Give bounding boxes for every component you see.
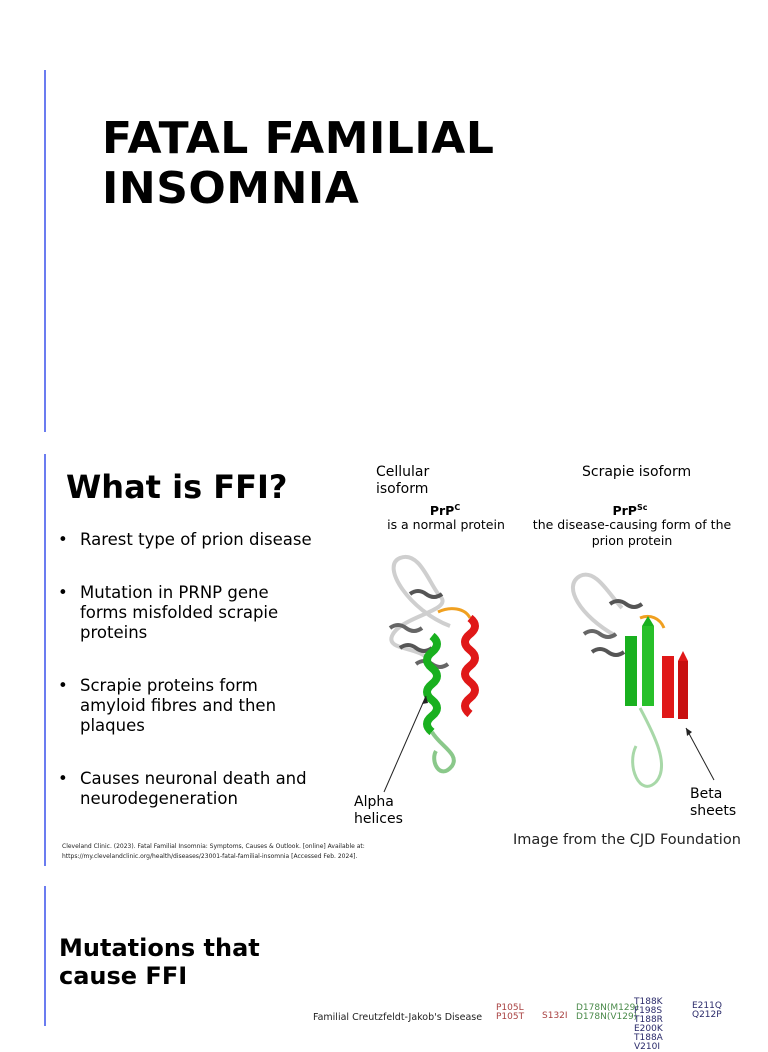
alpha-helices-label: Alpha helices [354,794,403,827]
citation: Cleveland Clinic. (2023). Fatal Familial… [62,843,365,860]
bullet-item: Causes neuronal death and neurodegenerat… [56,769,316,809]
cellular-grey-helices [388,589,450,669]
scrapie-grey-helices [582,599,644,657]
mutation-codes: S132I [542,1011,568,1021]
mutation-codes: P105L P105T [496,1003,525,1022]
scrapie-green-sheet [642,626,654,706]
scrapie-red-sheet [678,661,688,719]
beta-sheets-label: Beta sheets [690,786,737,819]
cellular-orange-loop [437,607,472,619]
slide-heading: What is FFI? [66,468,288,506]
prpc-description: is a normal protein [387,517,505,532]
slide-heading: Mutations that cause FFI [59,934,260,990]
scrapie-green-sheet [625,636,637,706]
prion-figure: Cellular isoform Scrapie isoform PrPC is… [340,446,768,870]
cellular-red-helix [461,614,479,718]
mutation-diagram-label: Familial Creutzfeldt-Jakob's Disease [313,1012,483,1023]
accent-bar [44,70,46,432]
accent-bar [44,454,46,866]
main-title: FATAL FAMILIAL INSOMNIA [102,113,495,214]
scrapie-loop [571,572,624,638]
scrapie-isoform-label: Scrapie isoform [582,464,692,480]
prpsc-description: the disease-causing form of the prion pr… [532,517,732,548]
figure-caption: Image from the CJD Foundation [513,832,741,848]
mutation-codes: E211Q Q212P [692,1001,722,1020]
scrapie-orange-loop [639,614,666,629]
protein-structures [383,554,715,793]
mutation-codes: T188K F198S T188R E200K T188A V210I [634,997,663,1052]
alpha-pointer [383,695,427,793]
bullet-item: Mutation in PRNP gene forms misfolded sc… [56,583,316,643]
bullet-item: Scrapie proteins form amyloid fibres and… [56,676,316,736]
mutation-codes: D178N(M129) D178N(V129) [576,1003,639,1022]
slide-what-is-ffi: What is FFI? Rarest type of prion diseas… [0,446,768,870]
bullet-list: Rarest type of prion disease Mutation in… [56,530,316,809]
cellular-loop [389,554,451,663]
prpc-name: PrPC [429,503,461,519]
cellular-isoform-label: Cellular isoform [376,464,430,497]
scrapie-red-sheet [662,656,674,718]
cellular-green-helix [423,632,441,736]
prpsc-name: PrPSc [612,503,648,519]
bullet-item: Rarest type of prion disease [56,530,316,550]
beta-pointer [685,727,715,781]
accent-bar [44,886,46,1026]
slide-title: FATAL FAMILIAL INSOMNIA [0,0,768,440]
cellular-tail [430,730,456,774]
scrapie-tail [631,707,664,788]
slide-mutations: Mutations that cause FFI Familial Creutz… [0,884,768,1052]
